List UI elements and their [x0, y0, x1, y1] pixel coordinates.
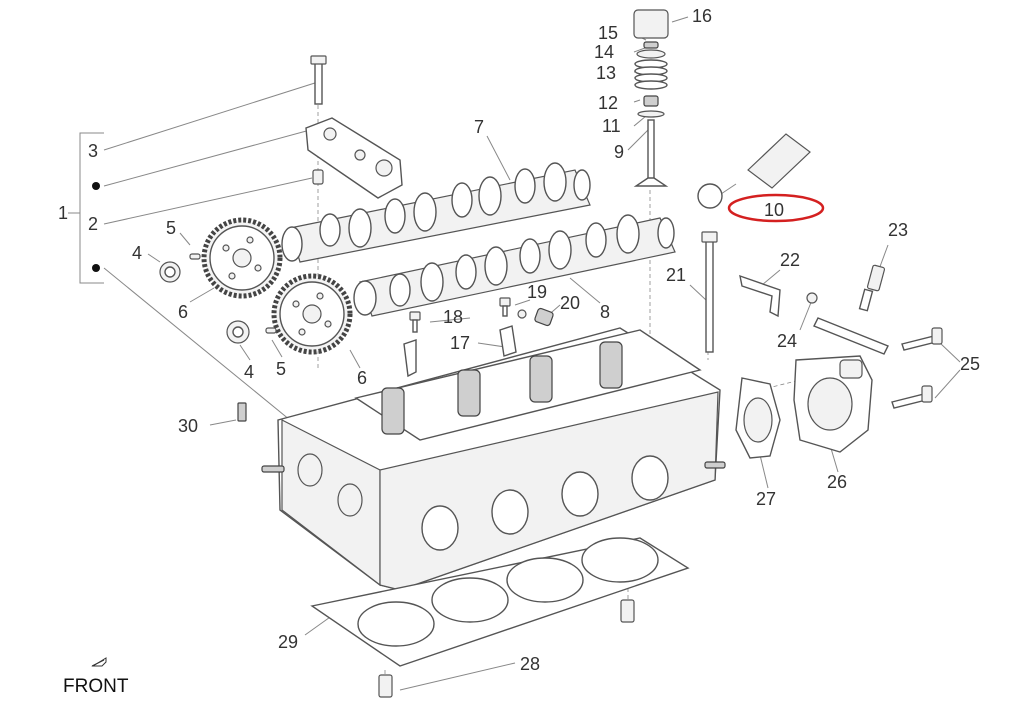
callout-10: 10	[764, 200, 784, 220]
wire-clip	[403, 339, 417, 378]
front-arrow-icon	[91, 657, 107, 667]
callout-2: 2	[88, 214, 98, 234]
valve-bucket-tappet	[633, 9, 669, 39]
head-bolt	[701, 231, 718, 353]
valve-stem-seal	[643, 95, 659, 107]
bullet-dot	[92, 264, 100, 272]
camshaft-gear-upper	[201, 217, 283, 299]
valve-keepers	[643, 41, 659, 49]
thermostat-housing	[793, 355, 873, 453]
sensor-bolt-small-a	[409, 311, 421, 333]
callout-22: 22	[780, 250, 800, 270]
callout-18: 18	[443, 307, 463, 327]
temperature-sensor	[858, 264, 886, 312]
camshaft-bearing-cap	[305, 117, 403, 199]
housing-bolt-lower	[891, 385, 933, 409]
callout-16: 16	[692, 6, 712, 26]
cam-position-sensor	[517, 307, 554, 327]
callout-6: 6	[357, 368, 367, 388]
spring-seat-washer	[637, 110, 665, 118]
camshaft-exhaust	[281, 162, 591, 263]
bracket-clip	[499, 325, 517, 357]
callout-12: 12	[598, 93, 618, 113]
valve-spring	[634, 59, 668, 90]
callout-24: 24	[777, 331, 797, 351]
housing-bolt-upper	[901, 327, 943, 351]
callout-3: 3	[88, 141, 98, 161]
callout-11: 11	[602, 116, 621, 136]
callout-7: 7	[474, 117, 484, 137]
callout-9: 9	[614, 142, 624, 162]
callout-1: 1	[58, 203, 68, 223]
callout-23: 23	[888, 220, 908, 240]
head-gasket	[310, 537, 690, 667]
sensor-bracket	[739, 274, 781, 318]
callout-19: 19	[527, 282, 547, 302]
front-label: FRONT	[63, 676, 129, 697]
gear-bolt-lower	[226, 320, 250, 344]
lash-adjuster-part-10	[697, 133, 811, 209]
cylinder-head	[261, 327, 726, 591]
camshaft-gear-lower	[271, 273, 353, 355]
dowel-pin	[312, 169, 324, 185]
callout-6: 6	[178, 302, 188, 322]
thermostat-gasket	[735, 377, 781, 459]
callout-4: 4	[244, 362, 254, 382]
highlight-ring	[727, 193, 825, 223]
thermostat-housing-seal	[806, 292, 889, 355]
callout-labels: 1 2 3 4 4 5 5 6 6 7 8 9 10 11 12 13 14 1…	[58, 6, 980, 674]
sensor-bolt-small-b	[499, 297, 511, 317]
callout-21: 21	[666, 265, 686, 285]
callout-27: 27	[756, 489, 776, 509]
gear-bolt-upper	[159, 261, 181, 283]
callout-5: 5	[166, 218, 176, 238]
engine-valve	[633, 119, 669, 187]
leader-lines	[103, 16, 961, 691]
callout-15: 15	[598, 23, 618, 43]
stud-bolt	[237, 402, 247, 422]
group-bracket	[68, 132, 104, 284]
gear-pin-lower	[265, 327, 277, 334]
callout-20: 20	[560, 293, 580, 313]
callout-17: 17	[450, 333, 470, 353]
callout-25: 25	[960, 354, 980, 374]
callout-28: 28	[520, 654, 540, 674]
gasket-dowel-front	[378, 674, 393, 698]
gear-pin-upper	[189, 253, 201, 260]
callout-13: 13	[596, 63, 616, 83]
callout-29: 29	[278, 632, 298, 652]
callout-26: 26	[827, 472, 847, 492]
valve-spring-retainer	[636, 49, 666, 59]
camshaft-intake	[353, 214, 676, 317]
callout-14: 14	[594, 42, 614, 62]
cam-cap-bolt	[310, 55, 327, 105]
bullet-dot	[92, 182, 100, 190]
callout-8: 8	[600, 302, 610, 322]
gasket-dowel-rear	[620, 599, 635, 623]
callout-5: 5	[276, 359, 286, 379]
callout-4: 4	[132, 243, 142, 263]
callout-30: 30	[178, 416, 198, 436]
